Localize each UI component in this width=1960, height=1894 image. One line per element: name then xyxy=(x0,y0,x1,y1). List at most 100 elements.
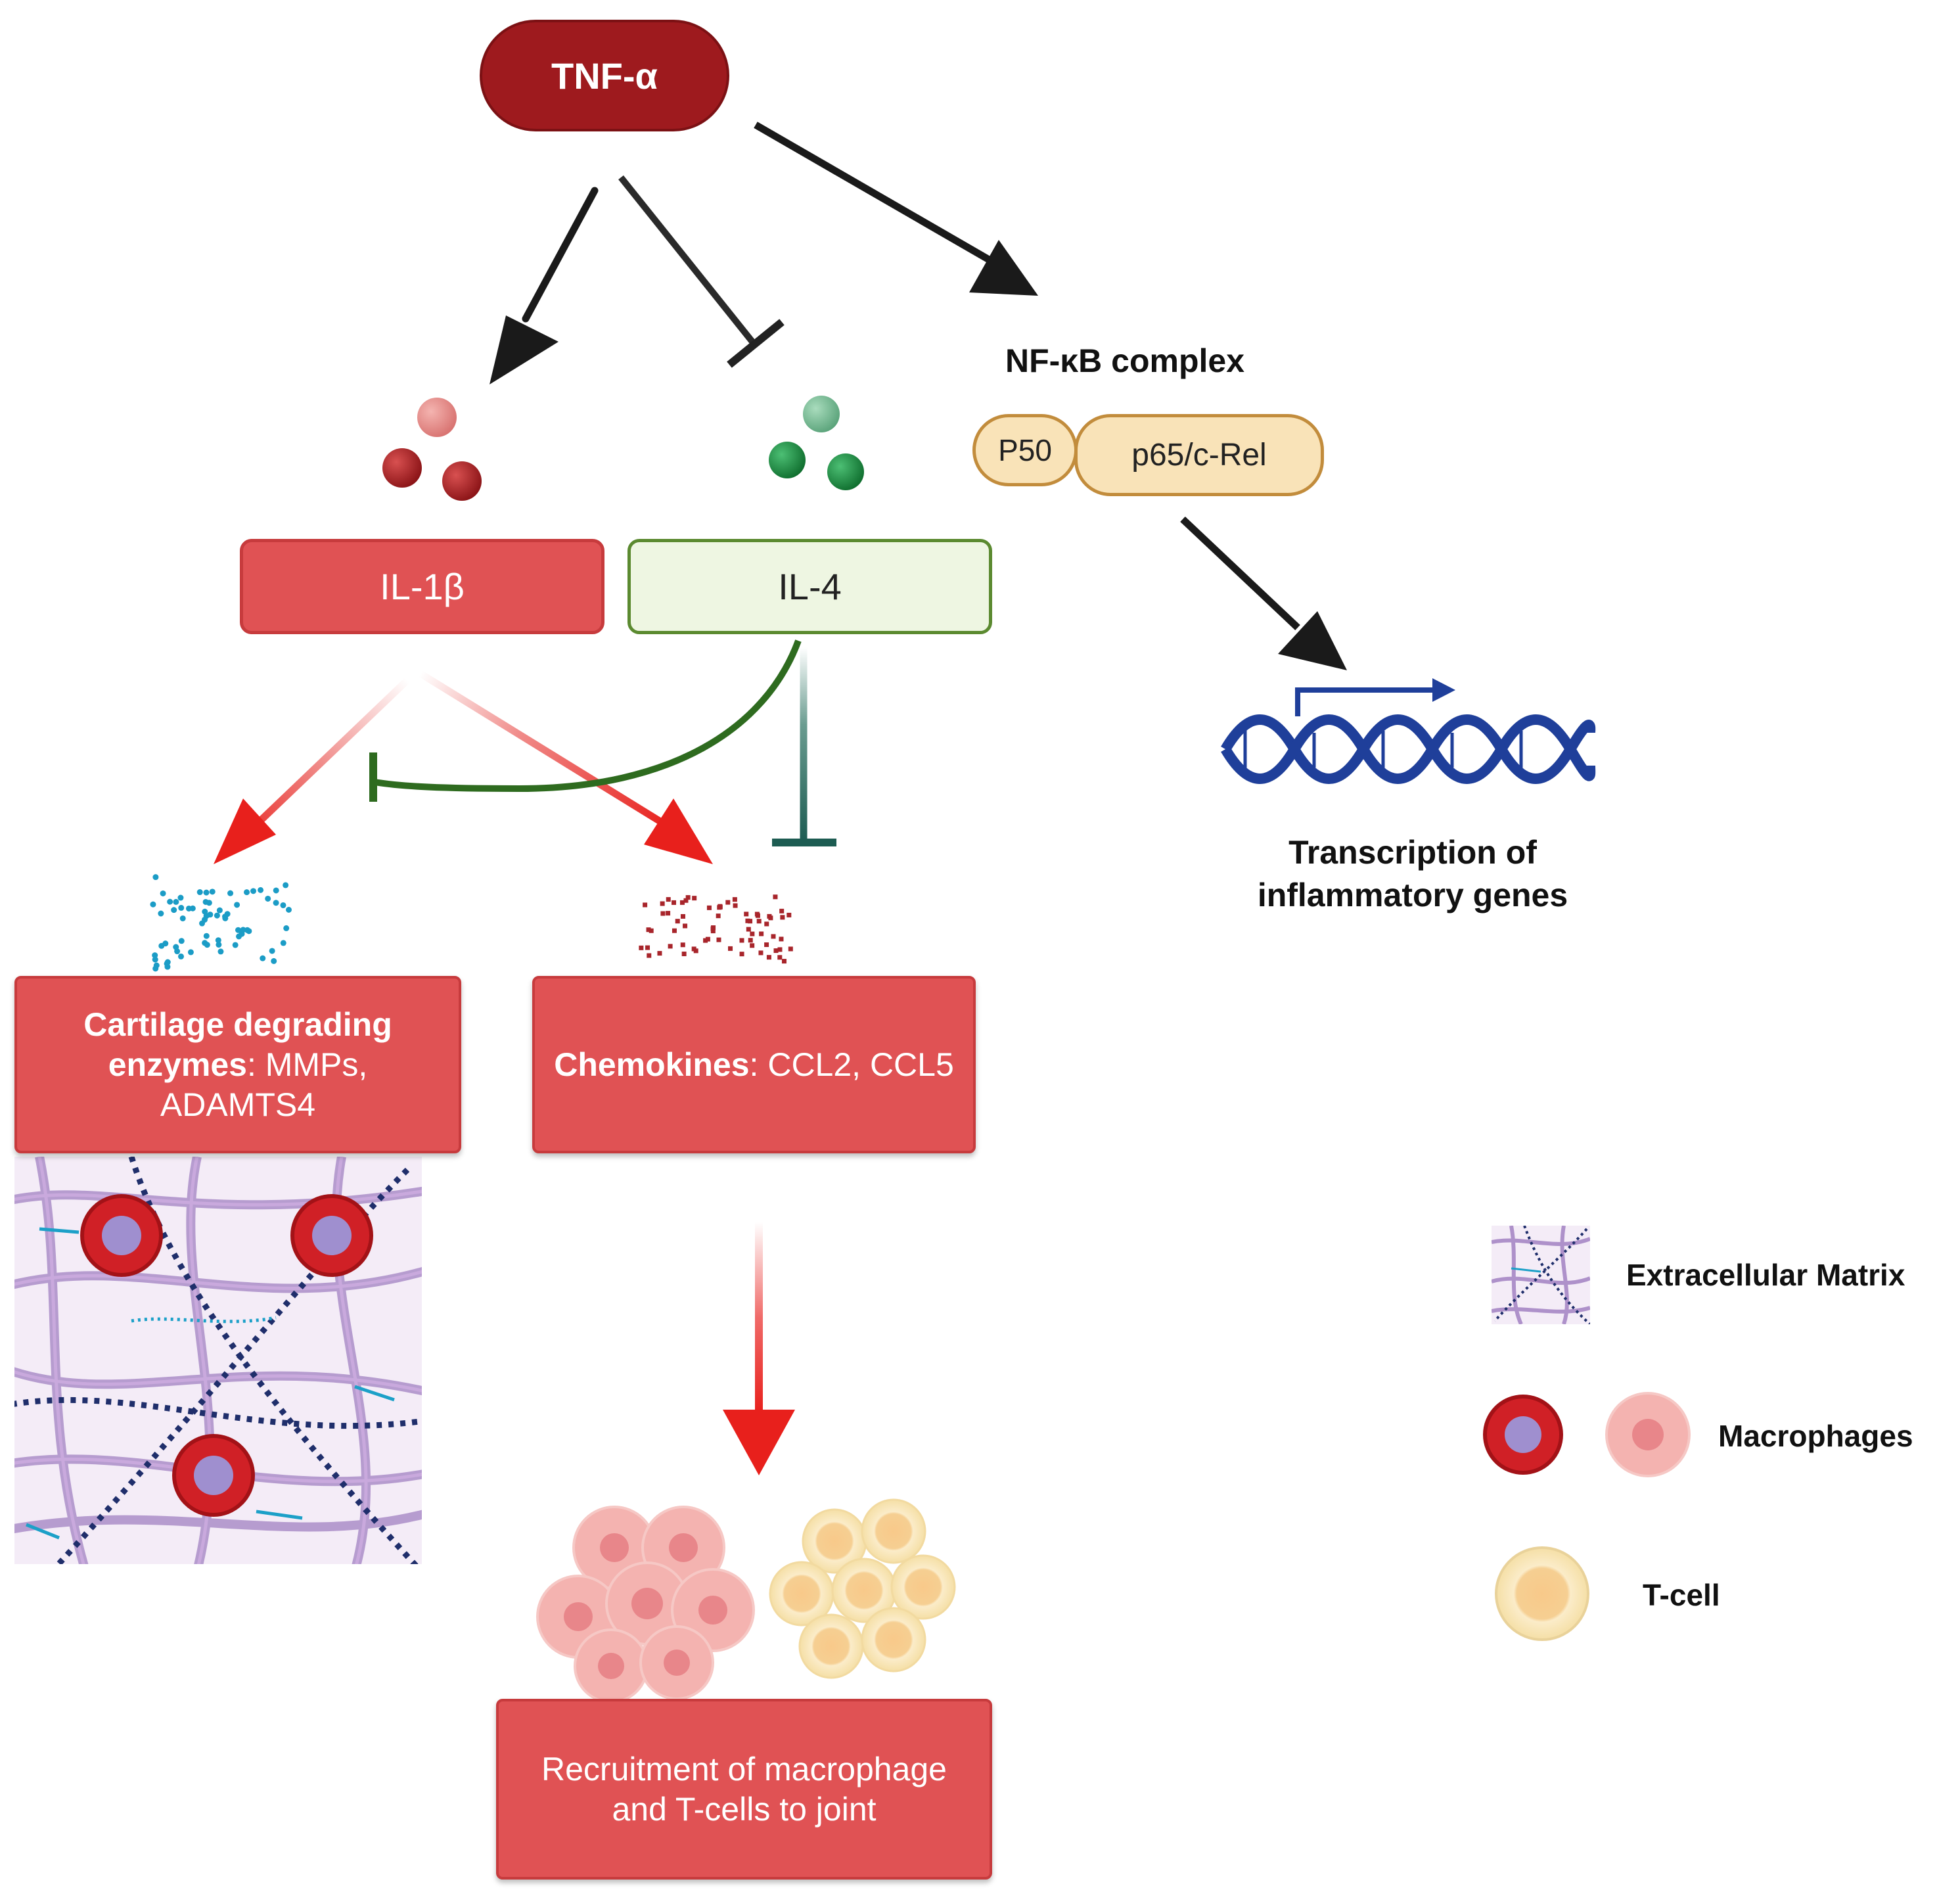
particle-dot xyxy=(179,915,186,921)
particle-dot xyxy=(216,941,222,948)
particle-dot xyxy=(171,907,177,913)
il1b-ligand-icon xyxy=(382,398,482,501)
particle-dot xyxy=(645,945,650,950)
particle-dot xyxy=(177,894,184,901)
particle-dot xyxy=(204,942,210,948)
particle-dot xyxy=(779,908,785,913)
particle-dot xyxy=(777,955,783,960)
particle-dot xyxy=(773,894,778,900)
particle-dot xyxy=(206,900,212,906)
particle-dot xyxy=(244,927,250,933)
particle-dot xyxy=(748,919,753,924)
particle-dot xyxy=(710,929,716,934)
particle-dot xyxy=(217,948,224,955)
particle-dot xyxy=(683,898,689,903)
particle-dot xyxy=(643,902,648,908)
particle-dot xyxy=(283,925,290,931)
particle-dot xyxy=(748,938,753,943)
particle-dot xyxy=(234,902,240,908)
particle-dot xyxy=(269,948,275,954)
particle-dot xyxy=(716,937,721,942)
particle-dot xyxy=(666,897,671,902)
particle-dot xyxy=(222,915,229,921)
inhibit-il4-to-chemokines xyxy=(772,647,836,846)
particle-dot xyxy=(705,936,710,942)
particle-dot xyxy=(203,889,210,896)
particle-dot xyxy=(214,912,220,919)
particle-dot xyxy=(657,951,662,956)
legend-ecm-label: Extracellular Matrix xyxy=(1626,1258,1905,1292)
legend-tcell-label: T-cell xyxy=(1643,1578,1720,1612)
particle-dot xyxy=(250,888,257,894)
particle-dot xyxy=(668,944,673,949)
particle-dot xyxy=(160,890,166,896)
arrow-tnf-to-il1b xyxy=(490,187,599,384)
particle-dot xyxy=(164,960,170,967)
particle-dot xyxy=(759,931,764,936)
nfkb-complex-title: NF-κB complex xyxy=(1005,342,1245,379)
particle-dot xyxy=(273,900,279,906)
particle-dot xyxy=(750,931,755,936)
particle-dot xyxy=(283,882,289,889)
particle-dot xyxy=(258,887,264,893)
macrophage-cell xyxy=(80,1194,163,1277)
particle-dot xyxy=(679,900,685,905)
particle-dot xyxy=(750,943,755,948)
particle-dot xyxy=(152,956,158,963)
particle-dot xyxy=(780,915,785,920)
recruited-tcells-icon xyxy=(769,1498,956,1679)
arrow-il1b-to-cartilage xyxy=(214,678,410,864)
cartilage-enzymes-box: Cartilage degrading enzymes: MMPs, ADAMT… xyxy=(14,976,461,1153)
particle-dot xyxy=(685,895,691,900)
particle-dot xyxy=(286,906,292,913)
particle-dot xyxy=(178,938,185,944)
il4-node: IL-4 xyxy=(627,539,992,634)
particle-dot xyxy=(788,946,793,952)
arrow-il1b-to-chemokines xyxy=(419,670,713,864)
particle-dot xyxy=(280,940,286,946)
il4-ligand-icon xyxy=(769,396,864,490)
particle-dot xyxy=(766,955,771,960)
particle-dot xyxy=(739,938,744,943)
particle-dot xyxy=(666,911,671,916)
particle-dot xyxy=(672,928,677,933)
legend-tcell-icon xyxy=(1495,1546,1589,1641)
particle-dot xyxy=(639,945,644,950)
particle-dot xyxy=(173,944,179,950)
particle-dot xyxy=(716,913,721,919)
particle-dot xyxy=(187,949,194,956)
particle-dot xyxy=(260,955,266,961)
legend-macrophage-icon xyxy=(1483,1392,1691,1477)
particle-dot xyxy=(754,912,760,917)
particle-dot xyxy=(647,953,652,958)
recruitment-box: Recruitment of macrophage and T-cells to… xyxy=(496,1699,992,1880)
particle-dot xyxy=(209,889,216,895)
particle-dot xyxy=(681,951,687,956)
particle-dot xyxy=(725,900,731,905)
particle-dot xyxy=(185,905,192,912)
legend-macrophages-label: Macrophages xyxy=(1718,1419,1913,1453)
particle-dot xyxy=(777,947,783,952)
particle-dot xyxy=(646,927,651,933)
particle-dot xyxy=(745,918,750,923)
particle-dot xyxy=(649,928,654,933)
particle-dot xyxy=(744,912,749,917)
particle-dot xyxy=(683,923,688,929)
inhibit-tnf-to-il4 xyxy=(618,175,785,368)
chemokine-particles-icon xyxy=(639,894,793,964)
p50-subunit: P50 xyxy=(972,414,1078,486)
particle-dot xyxy=(178,953,185,959)
chemokines-box: Chemokines: CCL2, CCL5 xyxy=(532,976,976,1153)
arrow-tnf-to-nfkb xyxy=(754,122,1038,296)
particle-dot xyxy=(150,901,156,908)
particle-dot xyxy=(746,927,751,932)
particle-dot xyxy=(158,942,165,949)
legend-ecm-icon xyxy=(1492,1226,1590,1324)
particle-dot xyxy=(732,897,737,902)
macrophage-cell xyxy=(172,1434,255,1517)
particle-dot xyxy=(718,904,723,909)
transcription-label: Transcription of inflammatory genes xyxy=(1257,834,1568,913)
il1b-node: IL-1β xyxy=(240,539,604,634)
particle-dot xyxy=(779,936,784,942)
particle-dot xyxy=(768,915,773,921)
